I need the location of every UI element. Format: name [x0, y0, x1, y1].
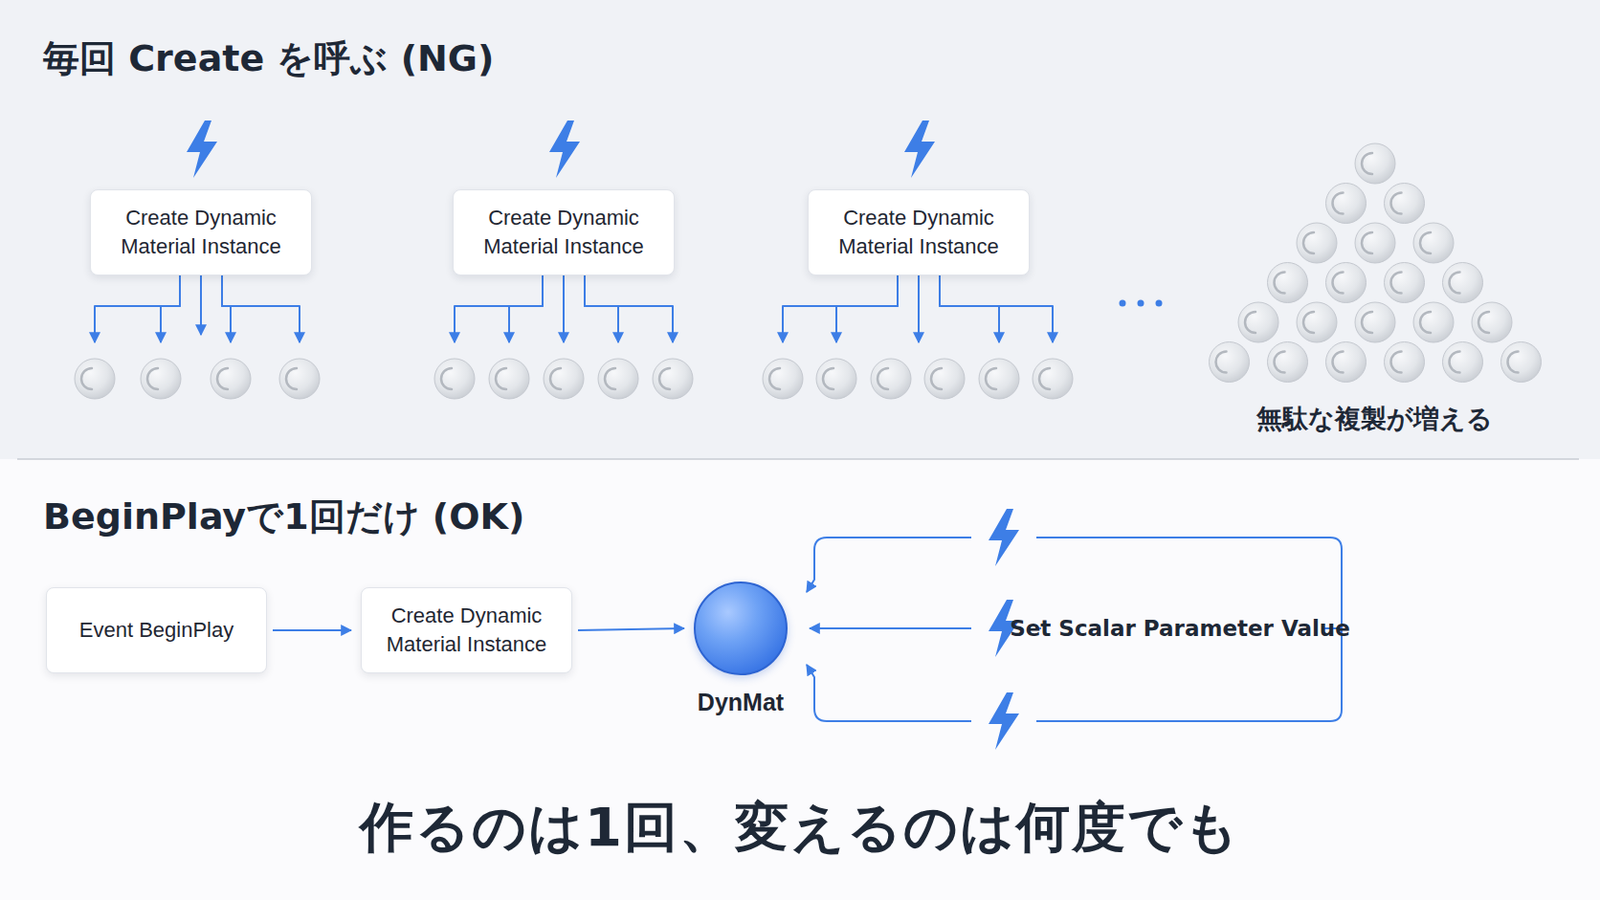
material-circle: DynMat — [693, 581, 788, 676]
event-box: Event BeginPlay — [45, 587, 267, 674]
node-text: Create Dynamic Material Instance — [105, 203, 297, 262]
process-box: Create Dynamic Material Instance — [89, 189, 312, 276]
node-text: Create Dynamic Material Instance — [467, 203, 660, 262]
node-label: DynMat — [697, 688, 784, 717]
top-band — [0, 0, 1600, 460]
section-heading: 毎回 Create を呼ぶ (NG) — [43, 34, 494, 84]
caption-text: 作るのは1回、変えるのは何度でも — [359, 792, 1241, 866]
node-text: Create Dynamic Material Instance — [822, 203, 1015, 262]
process-box: Create Dynamic Material Instance — [807, 189, 1030, 276]
ball-pyramid — [1209, 143, 1542, 383]
section-heading: BeginPlayで1回だけ (OK) — [43, 492, 525, 542]
fan-arrows — [94, 275, 1053, 343]
copy-balls — [74, 358, 1073, 400]
divider — [17, 458, 1579, 461]
process-box: Create Dynamic Material Instance — [360, 587, 573, 674]
node-text: Create Dynamic Material Instance — [376, 601, 557, 660]
process-box: Create Dynamic Material Instance — [452, 189, 675, 276]
note-text: 無駄な複製が増える — [1256, 401, 1493, 437]
node-text: Event BeginPlay — [79, 616, 234, 645]
action-label: Set Scalar Parameter Value — [1009, 616, 1351, 642]
flow-arrow — [272, 629, 352, 632]
flow-arrow — [577, 628, 685, 631]
ellipsis-dots — [1119, 300, 1163, 308]
